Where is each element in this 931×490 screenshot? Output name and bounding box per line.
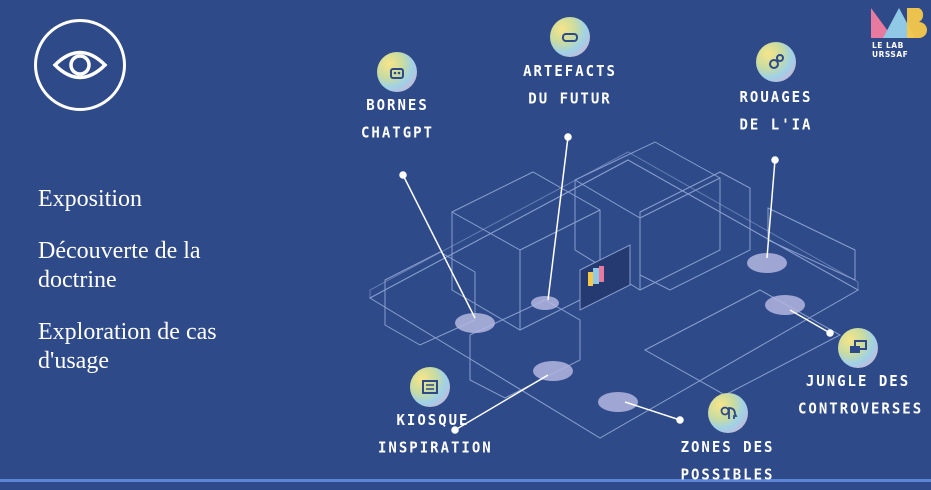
lab-logo [871, 8, 927, 38]
vr-headset-icon [550, 17, 590, 57]
debate-bubbles-icon [838, 328, 878, 368]
chatbot-icon [377, 52, 417, 92]
idea-head-icon [708, 393, 748, 433]
label-line: ROUAGES [739, 88, 813, 107]
label-line: POSSIBLES [680, 466, 775, 484]
gears-icon [756, 42, 796, 82]
zone-label-artefacts-du-futur[interactable]: ARTEFACTS DU FUTUR [515, 59, 625, 114]
newspaper-icon [410, 367, 450, 407]
menu-item-exploration-cas-usage: Exploration de cas d'usage [38, 319, 217, 374]
logo-text: LE LAB URSSAF [872, 41, 909, 59]
zone-label-jungle-des-controverses[interactable]: JUNGLE DES CONTROVERSES [798, 369, 924, 424]
zone-label-bornes-chatgpt[interactable]: BORNES CHATGPT [350, 93, 445, 148]
menu-item-decouverte-doctrine: Découverte de la doctrine [38, 238, 201, 293]
label-line: INSPIRATION [378, 439, 493, 457]
label-line: CONTROVERSES [798, 400, 924, 418]
eye-icon [34, 19, 126, 111]
zone-label-zones-des-possibles[interactable]: ZONES DES POSSIBLES [675, 435, 780, 490]
label-line: DE L'IA [739, 116, 813, 134]
label-line: ARTEFACTS [523, 62, 617, 81]
zone-label-kiosque-inspiration[interactable]: KIOSQUE INSPIRATION [378, 408, 493, 463]
label-line: BORNES [366, 96, 429, 115]
label-line: ZONES DES [680, 438, 775, 457]
label-line: JUNGLE DES [805, 372, 911, 391]
zone-markers [455, 253, 805, 412]
zone-label-rouages-ia[interactable]: ROUAGES DE L'IA [730, 85, 822, 140]
label-line: KIOSQUE [396, 411, 470, 430]
label-line: DU FUTUR [528, 90, 612, 108]
menu-item-exposition: Exposition [38, 186, 143, 212]
label-line: CHATGPT [360, 124, 434, 142]
